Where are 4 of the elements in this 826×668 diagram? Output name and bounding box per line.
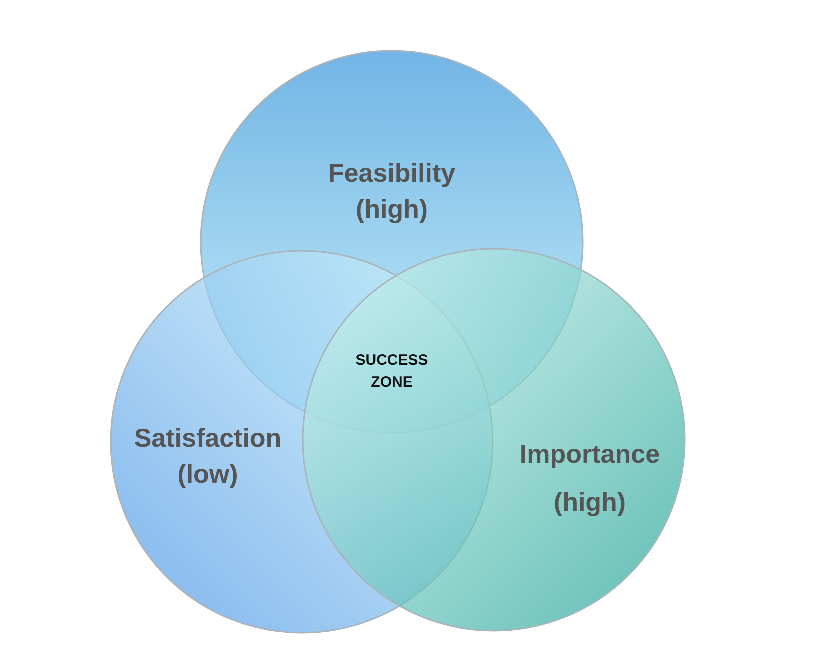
circle-label: Satisfaction (low) <box>133 422 283 491</box>
circle-label: Feasibility (high) <box>327 157 457 226</box>
zone-label: SUCCESS ZONE <box>354 351 430 393</box>
circle-label: Importance (high) <box>518 438 662 519</box>
